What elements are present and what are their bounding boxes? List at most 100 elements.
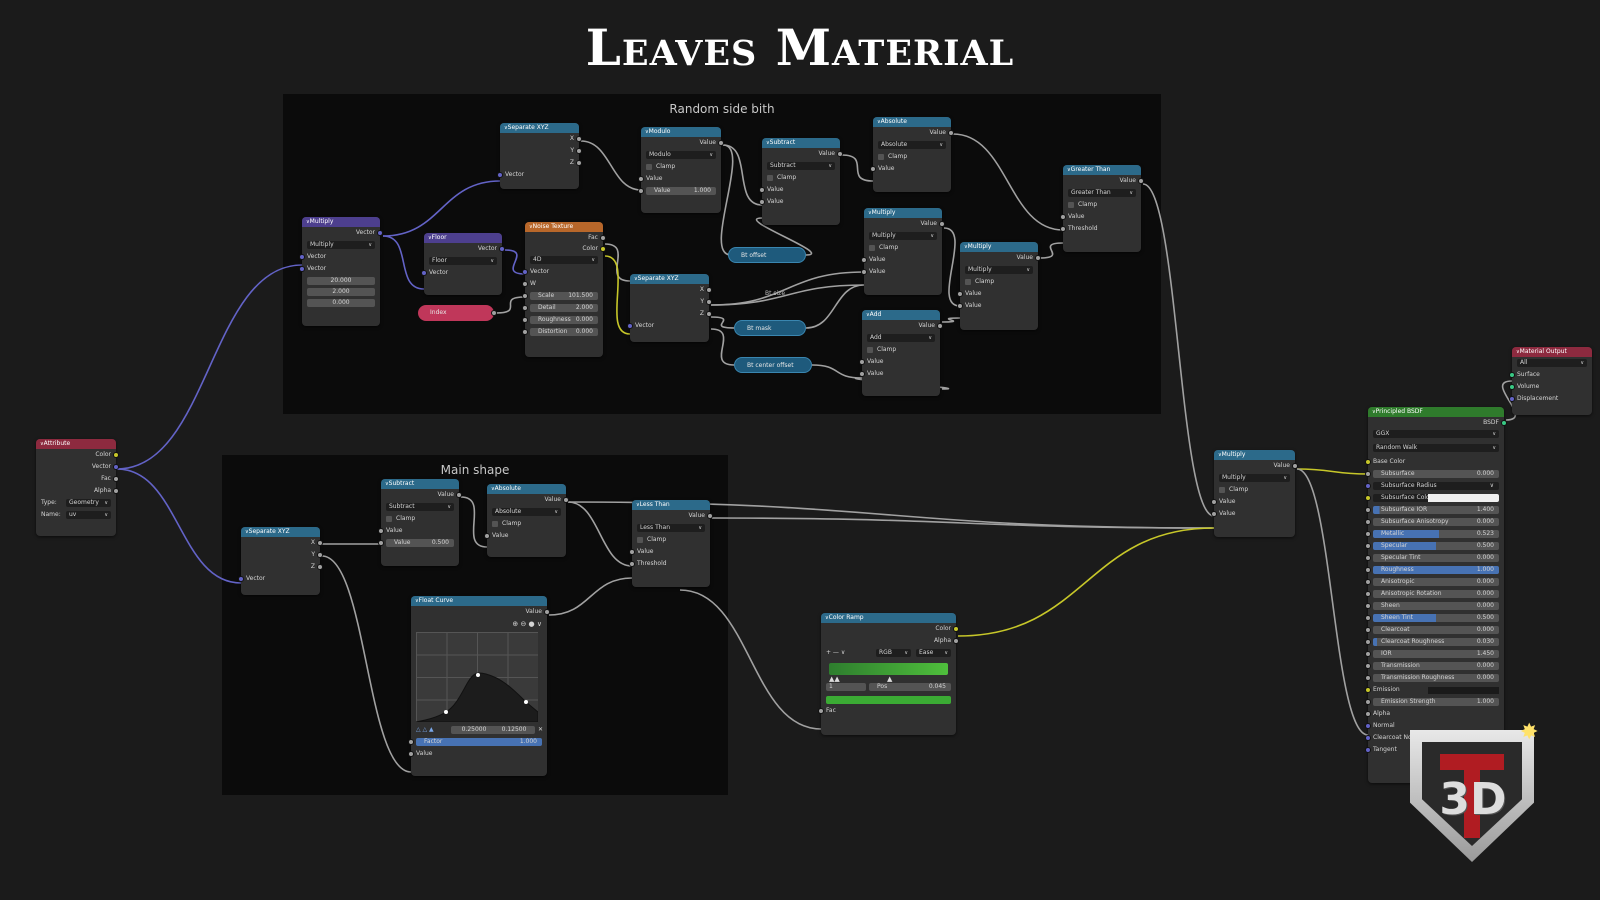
- input-socket[interactable]: [1365, 567, 1371, 573]
- output-socket[interactable]: [706, 311, 712, 317]
- vector-y-field[interactable]: 2.000: [307, 288, 375, 296]
- input-socket[interactable]: [1211, 499, 1217, 505]
- output-socket[interactable]: [706, 287, 712, 293]
- input-socket[interactable]: [1365, 495, 1371, 501]
- input-socket[interactable]: [1365, 459, 1371, 465]
- output-socket[interactable]: [317, 540, 323, 546]
- output-socket[interactable]: [706, 299, 712, 305]
- output-socket[interactable]: [1501, 420, 1507, 426]
- input-socket[interactable]: [1365, 555, 1371, 561]
- greater-than-node[interactable]: Greater Than Value Greater Than Clamp Va…: [1060, 165, 1144, 252]
- operation-dropdown[interactable]: Multiply: [965, 266, 1033, 274]
- input-socket[interactable]: [408, 739, 414, 745]
- input-socket[interactable]: [1509, 384, 1515, 390]
- multiply-vector-node[interactable]: Multiply Vector Multiply Vector Vector 2…: [299, 217, 383, 326]
- input-socket[interactable]: [497, 172, 503, 178]
- output-socket[interactable]: [317, 552, 323, 558]
- add-stop-button[interactable]: + — ∨: [826, 649, 846, 656]
- input-socket[interactable]: [378, 540, 384, 546]
- input-socket[interactable]: [818, 708, 824, 714]
- operation-dropdown[interactable]: Subtract: [386, 503, 454, 511]
- clamp-checkbox[interactable]: [867, 346, 873, 353]
- input-socket[interactable]: [1365, 651, 1371, 657]
- output-socket[interactable]: [491, 310, 497, 316]
- operation-dropdown[interactable]: Modulo: [646, 151, 716, 159]
- input-socket[interactable]: [1365, 627, 1371, 633]
- output-socket[interactable]: [377, 230, 383, 236]
- subtract-node-top[interactable]: Subtract Value Subtract Clamp Value Valu…: [759, 138, 843, 225]
- color-stop[interactable]: ▲: [887, 675, 893, 683]
- input-socket[interactable]: [378, 528, 384, 534]
- input-socket[interactable]: [1365, 735, 1371, 741]
- add-node[interactable]: Add Value Add Clamp Value Value: [859, 310, 943, 396]
- vector-z-field[interactable]: 0.000: [307, 299, 375, 307]
- input-socket[interactable]: [627, 323, 633, 329]
- input-socket[interactable]: [861, 257, 867, 263]
- output-socket[interactable]: [576, 160, 582, 166]
- clamp-checkbox[interactable]: [492, 520, 498, 527]
- input-socket[interactable]: [522, 329, 528, 335]
- input-socket[interactable]: [1365, 687, 1371, 693]
- stop-color-swatch[interactable]: [826, 696, 951, 704]
- operation-dropdown[interactable]: Subtract: [767, 162, 835, 170]
- input-socket[interactable]: [957, 303, 963, 309]
- input-socket[interactable]: [1509, 372, 1515, 378]
- multiply-node-2[interactable]: Multiply Value Multiply Clamp Value Valu…: [861, 208, 945, 295]
- input-socket[interactable]: [861, 269, 867, 275]
- input-socket[interactable]: [759, 199, 765, 205]
- input-socket[interactable]: [1365, 471, 1371, 477]
- output-socket[interactable]: [937, 323, 943, 329]
- output-socket[interactable]: [600, 235, 606, 241]
- input-socket[interactable]: [629, 549, 635, 555]
- operation-dropdown[interactable]: Less Than: [637, 524, 705, 532]
- clamp-checkbox[interactable]: [1219, 486, 1225, 493]
- multiply-node-final[interactable]: Multiply Value Multiply Clamp Value Valu…: [1211, 450, 1298, 537]
- float-curve-node[interactable]: Float Curve Value ⊕ ⊖ ● ∨ △ △ ▲0.250000.…: [408, 596, 550, 776]
- curve-graph[interactable]: [415, 632, 539, 723]
- curve-x-field[interactable]: 0.25000: [451, 726, 497, 734]
- output-socket[interactable]: [456, 492, 462, 498]
- bsdf-value-field[interactable]: Subsurface Radius∨: [1373, 482, 1499, 490]
- input-socket[interactable]: [1211, 511, 1217, 517]
- emission-swatch[interactable]: [1428, 687, 1499, 694]
- output-socket[interactable]: [113, 464, 119, 470]
- absolute-node-top[interactable]: Absolute Value Absolute Clamp Value: [870, 117, 954, 192]
- output-socket[interactable]: [1138, 178, 1144, 184]
- index-node[interactable]: Index: [418, 305, 497, 321]
- input-socket[interactable]: [1365, 519, 1371, 525]
- input-socket[interactable]: [1365, 603, 1371, 609]
- operation-dropdown[interactable]: Multiply: [307, 241, 375, 249]
- curve-tools-icon[interactable]: ⊕ ⊖ ● ∨: [512, 620, 542, 628]
- input-socket[interactable]: [1365, 747, 1371, 753]
- separate-xyz-node-middle[interactable]: Separate XYZ X Y Z Vector: [627, 274, 712, 342]
- output-socket[interactable]: [113, 452, 119, 458]
- input-socket[interactable]: [870, 166, 876, 172]
- input-socket[interactable]: [1365, 591, 1371, 597]
- input-socket[interactable]: [1365, 507, 1371, 513]
- output-socket[interactable]: [113, 476, 119, 482]
- clamp-checkbox[interactable]: [646, 163, 652, 170]
- output-socket[interactable]: [544, 609, 550, 615]
- input-socket[interactable]: [1060, 214, 1066, 220]
- input-socket[interactable]: [522, 281, 528, 287]
- type-dropdown[interactable]: Geometry: [66, 499, 111, 507]
- input-socket[interactable]: [299, 266, 305, 272]
- input-socket[interactable]: [859, 359, 865, 365]
- output-socket[interactable]: [1292, 463, 1298, 469]
- input-socket[interactable]: [638, 188, 644, 194]
- output-socket[interactable]: [317, 564, 323, 570]
- input-socket[interactable]: [522, 269, 528, 275]
- input-socket[interactable]: [1365, 615, 1371, 621]
